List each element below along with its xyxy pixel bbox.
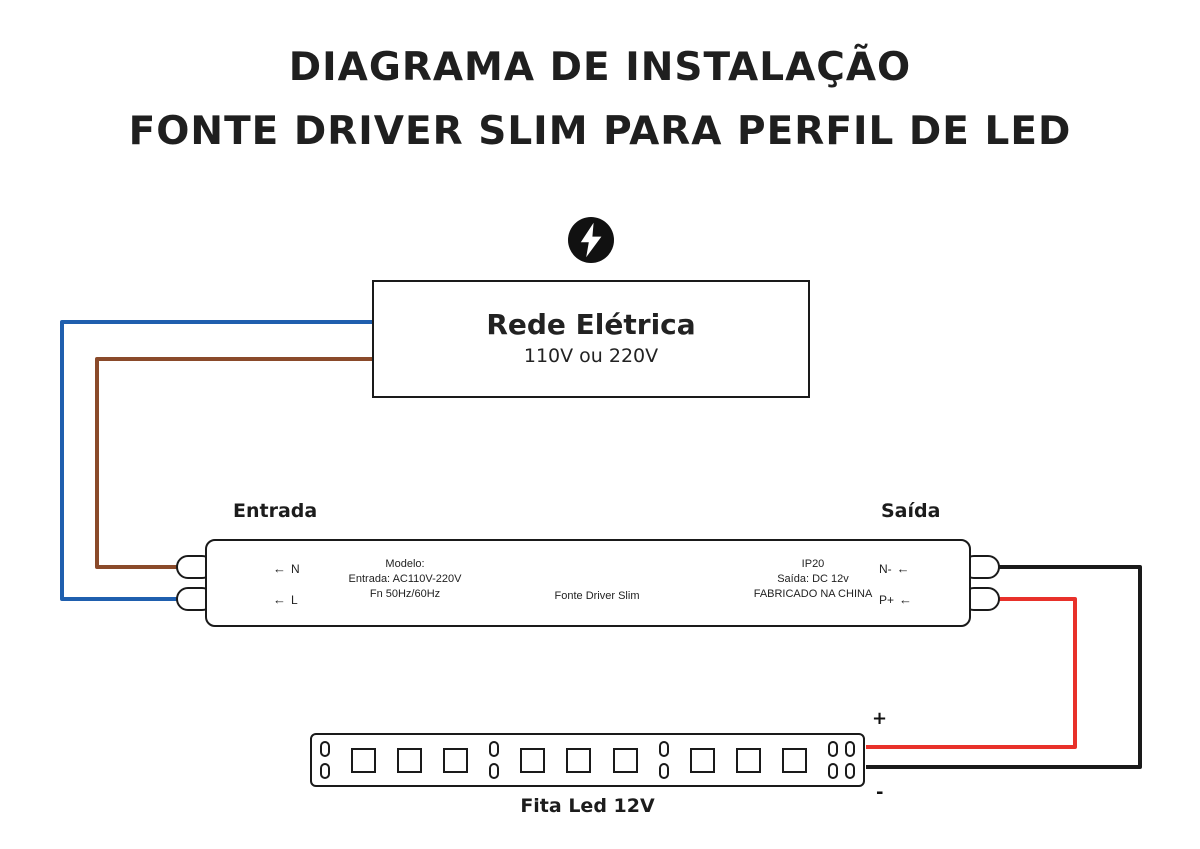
input-terminal-n: ←N — [273, 561, 300, 576]
title-line-1: DIAGRAMA DE INSTALAÇÃO — [288, 45, 912, 90]
solder-pad — [827, 741, 838, 757]
arrow-left-icon: ← — [899, 592, 913, 607]
wire-live-blue — [60, 320, 376, 601]
title-line-2: FONTE DRIVER SLIM PARA PERFIL DE LED — [128, 109, 1072, 154]
led-chip — [735, 747, 761, 773]
page-title: DIAGRAMA DE INSTALAÇÃO FONTE DRIVER SLIM… — [0, 36, 1200, 164]
solder-pad — [658, 763, 669, 779]
spec-origin: FABRICADO NA CHINA — [753, 588, 873, 600]
solder-pad — [844, 741, 855, 757]
driver-body: ←N ←L Modelo: Entrada: AC110V-220V Fn 50… — [205, 539, 971, 627]
arrow-left-icon: ← — [896, 561, 910, 576]
led-strip — [310, 733, 865, 787]
spec-model: Modelo: — [385, 558, 425, 570]
power-source-title: Rede Elétrica — [486, 308, 696, 341]
output-terminal-positive-label: P+ — [879, 593, 895, 607]
input-terminal-l-label: L — [291, 593, 298, 607]
led-chip — [566, 747, 592, 773]
output-label: Saída — [881, 500, 941, 522]
solder-pad — [827, 763, 838, 779]
solder-pad-group — [827, 741, 838, 779]
led-chip — [781, 747, 807, 773]
arrow-left-icon: ← — [273, 561, 286, 576]
spec-ip: IP20 — [801, 558, 825, 570]
solder-pad — [658, 741, 669, 757]
solder-pad-group — [658, 741, 669, 779]
input-terminal-l: ←L — [273, 592, 298, 607]
led-chip — [443, 747, 469, 773]
solder-pad — [489, 763, 500, 779]
power-bolt-icon — [567, 216, 615, 264]
wire-neutral-brown — [95, 357, 376, 569]
power-source-voltage: 110V ou 220V — [523, 345, 659, 367]
input-label: Entrada — [233, 500, 318, 522]
spec-input: Entrada: AC110V-220V — [348, 573, 462, 585]
spec-frequency: Fn 50Hz/60Hz — [369, 588, 441, 600]
solder-pad-group — [320, 741, 330, 779]
led-chip — [351, 747, 377, 773]
solder-pad — [320, 741, 330, 757]
power-source-box: Rede Elétrica 110V ou 220V — [372, 280, 810, 398]
led-strip-caption: Fita Led 12V — [520, 795, 655, 817]
input-terminal-n-label: N — [291, 562, 300, 576]
output-terminal-negative: N- ← — [879, 561, 910, 576]
negative-terminal-label: - — [876, 782, 884, 803]
wire-negative-black — [866, 565, 1142, 769]
solder-pad — [489, 741, 500, 757]
solder-pad-group — [844, 741, 855, 779]
solder-pad-group — [489, 741, 500, 779]
solder-pad-group-double — [827, 741, 855, 779]
led-chip — [397, 747, 423, 773]
solder-pad — [320, 763, 330, 779]
solder-pad — [844, 763, 855, 779]
bolt-svg — [568, 217, 614, 263]
output-terminal-negative-label: N- — [879, 562, 892, 576]
arrow-left-icon: ← — [273, 592, 286, 607]
led-chip — [689, 747, 715, 773]
spec-output: Saída: DC 12v — [777, 573, 849, 585]
positive-terminal-label: + — [872, 708, 888, 729]
driver-name-label: Fonte Driver Slim — [554, 590, 640, 602]
wire-positive-red — [866, 597, 1077, 749]
output-terminal-positive: P+ ← — [879, 592, 912, 607]
led-chip — [520, 747, 546, 773]
driver-spec-left: Modelo: Entrada: AC110V-220V Fn 50Hz/60H… — [315, 557, 495, 602]
driver-spec-right: IP20 Saída: DC 12v FABRICADO NA CHINA — [723, 557, 903, 602]
led-chip — [612, 747, 638, 773]
